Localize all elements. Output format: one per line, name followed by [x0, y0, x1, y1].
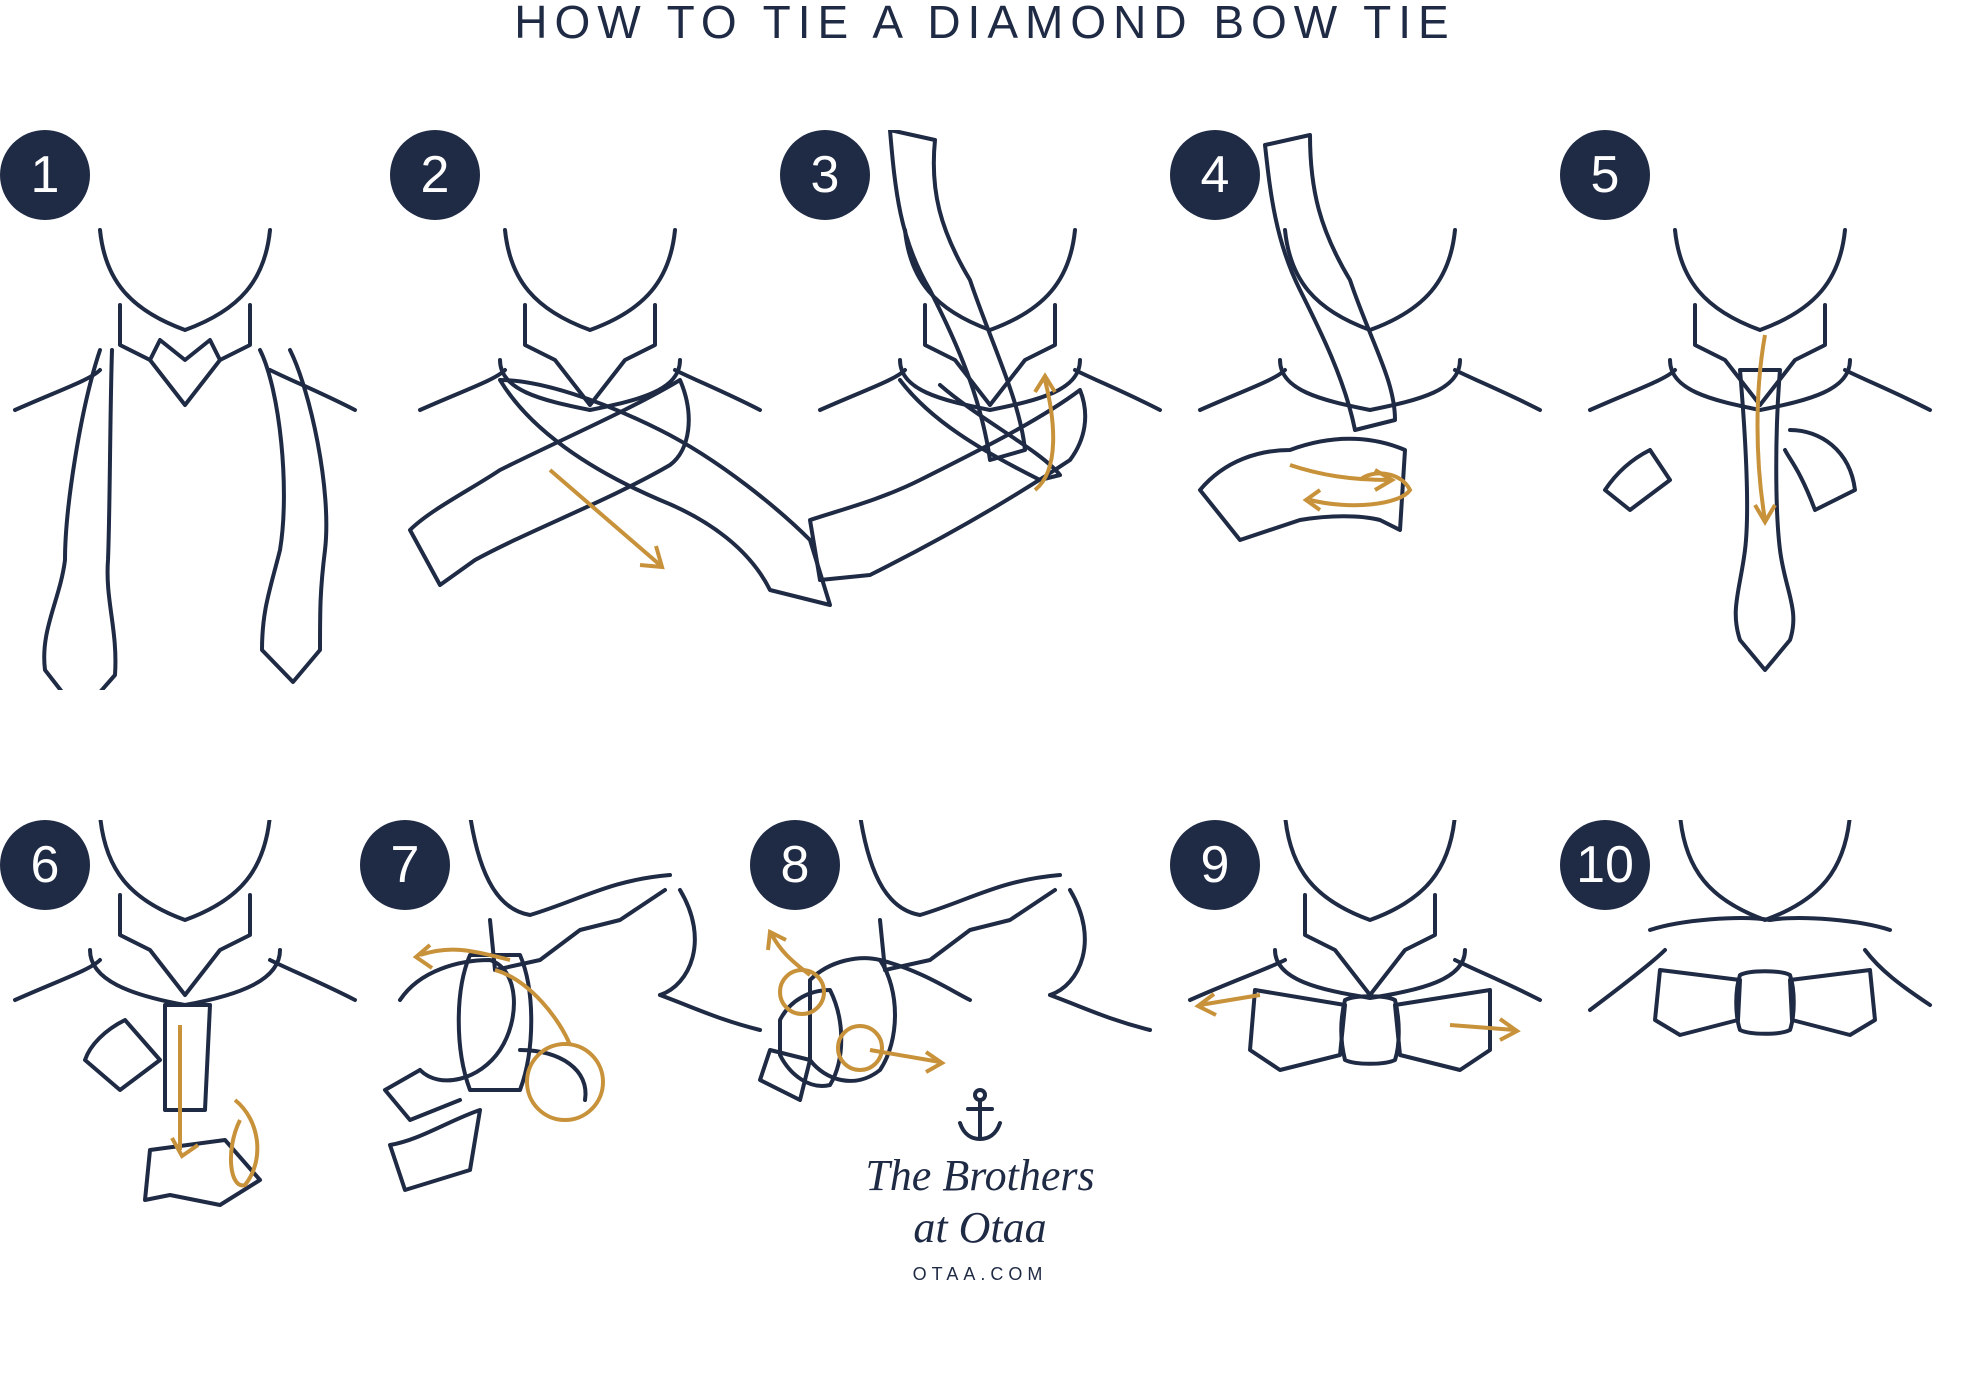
anchor-icon [958, 1088, 1002, 1142]
step-number-badge: 2 [390, 130, 480, 220]
step-9-illustration [1188, 820, 1542, 1072]
step-number-badge: 9 [1170, 820, 1260, 910]
brand-name-line1: The Brothers [865, 1151, 1095, 1200]
step-8: 8 [750, 820, 1152, 1380]
step-2-illustration [408, 228, 832, 607]
step-5: 5 [1560, 130, 1960, 690]
page-title: HOW TO TIE A DIAMOND BOW TIE [514, 0, 1456, 48]
brand-name-line2: at Otaa [913, 1203, 1047, 1252]
step-1-illustration [13, 228, 357, 690]
step-4: 4 [1170, 130, 1570, 690]
step-6-illustration [13, 820, 357, 1207]
step-number-badge: 7 [360, 820, 450, 910]
step-1: 1 [0, 130, 400, 690]
step-number-badge: 6 [0, 820, 90, 910]
step-3-illustration [808, 130, 1162, 582]
step-3: 3 [780, 130, 1180, 690]
step-6: 6 [0, 820, 400, 1380]
step-number-badge: 8 [750, 820, 840, 910]
step-8-illustration [758, 820, 1152, 1102]
step-number-badge: 1 [0, 130, 90, 220]
brand-logo: The Brothers at Otaa OTAA.COM [840, 1085, 1120, 1285]
step-number-badge: 3 [780, 130, 870, 220]
step-9: 9 [1170, 820, 1570, 1380]
step-5-illustration [1588, 228, 1932, 672]
step-7: 7 [360, 820, 762, 1380]
step-10-illustration [1588, 820, 1932, 1037]
step-4-illustration [1198, 133, 1542, 542]
step-10: 10 [1560, 820, 1960, 1380]
brand-url[interactable]: OTAA.COM [912, 1264, 1048, 1284]
step-7-illustration [383, 820, 762, 1192]
step-number-badge: 10 [1560, 820, 1650, 910]
step-number-badge: 4 [1170, 130, 1260, 220]
step-2: 2 [390, 130, 832, 690]
step-number-badge: 5 [1560, 130, 1650, 220]
